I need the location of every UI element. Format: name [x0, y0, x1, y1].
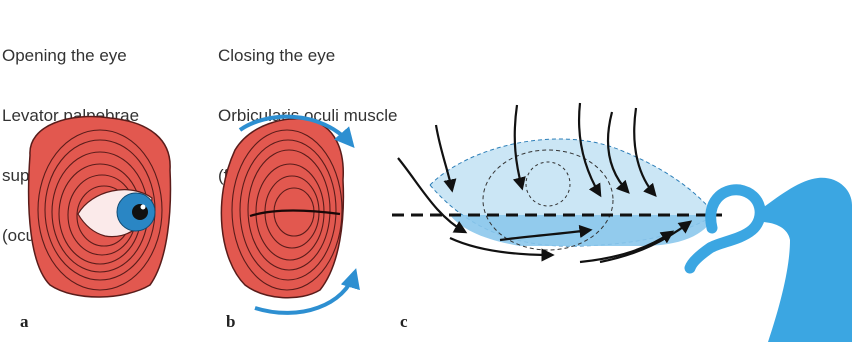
panel-a-open-eye: [29, 117, 171, 297]
pupil: [132, 204, 148, 220]
panel-letter-a: a: [20, 312, 29, 332]
panel-letter-c: c: [400, 312, 408, 332]
panel-letter-b: b: [226, 312, 235, 332]
punctum: [732, 200, 748, 220]
lacrimal-sac: [760, 178, 852, 342]
panel-c-tear-flow: [392, 103, 852, 342]
panel-b-closed-eye: [221, 117, 355, 313]
eye-highlight: [141, 205, 146, 210]
